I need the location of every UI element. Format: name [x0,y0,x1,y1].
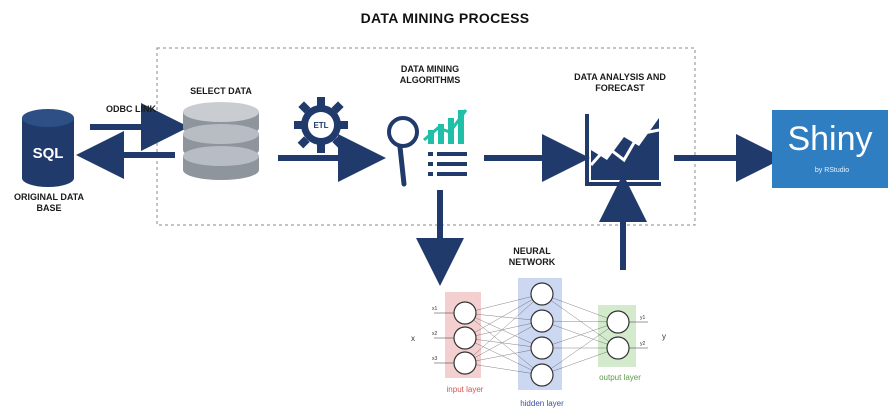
odbc-link-label: ODBC LINK [106,104,156,114]
output-node-label: y1 [640,315,646,321]
etl-gear-icon: ETL [294,97,348,153]
input-node-label: x1 [432,306,438,312]
sql-database-icon: SQL [22,109,74,187]
etl-label: ETL [313,121,328,130]
neural-network-title: NEURAL NETWORK [492,246,572,268]
hidden-node [530,336,554,360]
network-connections [464,293,619,376]
input-node [453,351,477,375]
input-node-label: x3 [432,356,438,362]
data-analysis-chart-icon [585,114,661,186]
algorithms-label-line2: ALGORITHMS [399,75,461,85]
output-variable-label: y [662,332,666,341]
output-node [606,310,630,334]
data-mining-algorithms-icon [387,109,468,187]
algorithms-label-line1: DATA MINING [400,64,460,74]
process-boundary [156,47,696,226]
sql-caption-line2: BASE [36,203,62,213]
input-layer-label: input layer [447,385,484,394]
analysis-label-line1: DATA ANALYSIS AND [574,72,666,82]
input-node [453,301,477,325]
neural-network-diagram: x1 x2 x3 y1 y2 x y input layer hidden la… [411,278,666,408]
input-node-label: x2 [432,331,438,337]
hidden-node [530,309,554,333]
shiny-tagline: by RStudio [815,167,849,174]
shiny-logo: Shiny by RStudio [772,110,888,188]
select-data-label: SELECT DATA [190,86,252,96]
analysis-label-line2: FORECAST [595,83,645,93]
analysis-label: DATA ANALYSIS AND FORECAST [555,72,685,94]
output-node-label: y2 [640,341,646,347]
diagram-title: DATA MINING PROCESS [360,10,530,26]
hidden-layer-label: hidden layer [520,399,564,408]
shiny-name: Shiny [787,120,872,158]
odbc-arrows [76,103,189,179]
output-node [606,336,630,360]
hidden-node [530,363,554,387]
hidden-node [530,282,554,306]
sql-caption: ORIGINAL DATA BASE [8,192,90,214]
sql-icon-label: SQL [33,145,64,162]
algorithms-label: DATA MINING ALGORITHMS [375,64,485,86]
sql-caption-line1: ORIGINAL DATA [14,192,84,202]
neural-title-line2: NETWORK [508,257,556,267]
neural-title-line1: NEURAL [513,246,551,256]
input-node [453,326,477,350]
select-data-stack-icon [183,102,259,180]
output-layer-label: output layer [599,373,641,382]
input-variable-label: x [411,334,415,343]
